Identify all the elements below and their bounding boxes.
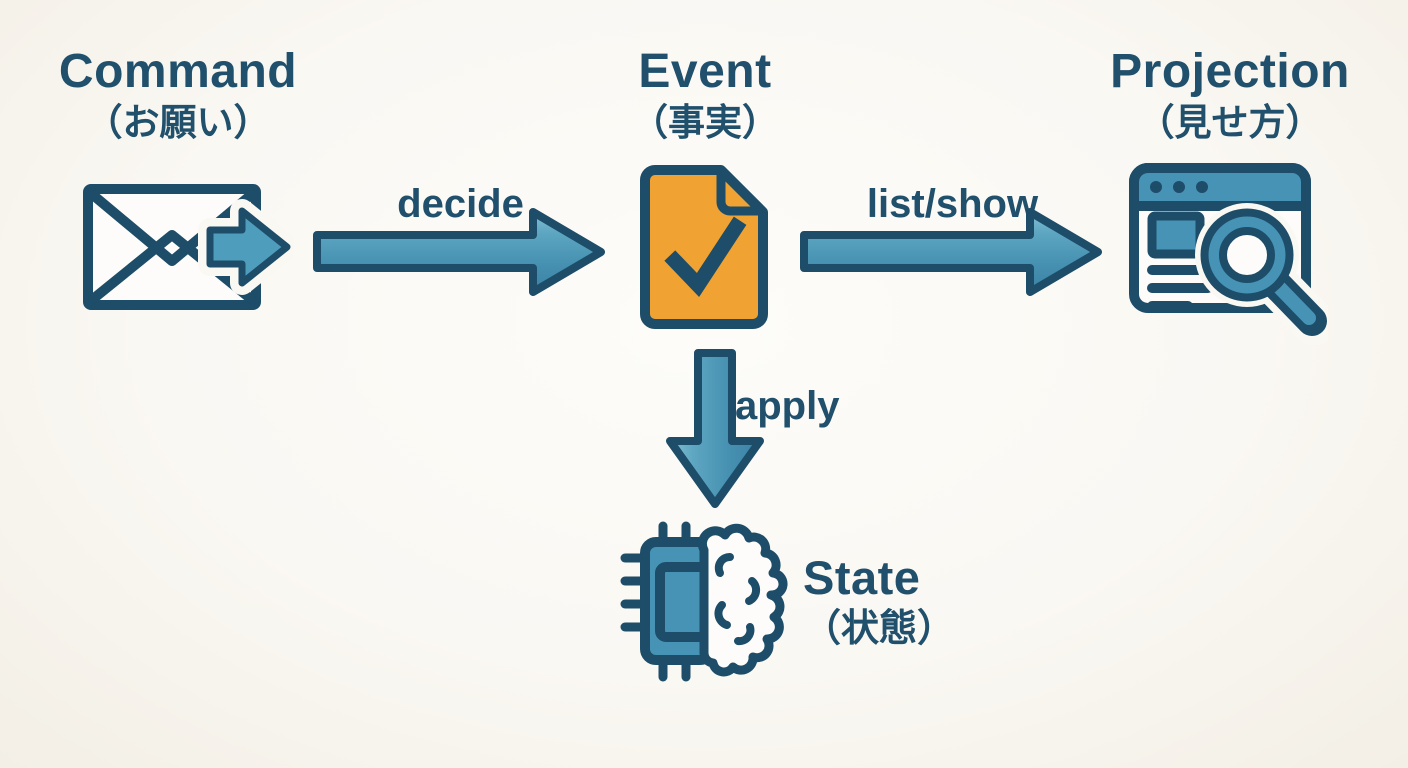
- apply-edge-label: apply: [735, 384, 840, 428]
- projection-node-label: Projection （見せ方）: [1070, 46, 1390, 143]
- envelope-send-icon: [82, 183, 294, 311]
- event-subtitle: （事実）: [631, 101, 779, 143]
- command-subtitle: （お願い）: [85, 101, 271, 143]
- decide-edge-label: decide: [397, 182, 524, 226]
- document-check-icon: [637, 164, 769, 332]
- command-title: Command: [58, 45, 298, 98]
- projection-title: Projection: [1110, 45, 1350, 98]
- state-subtitle: （状態）: [803, 607, 956, 650]
- list-show-arrow-icon: [800, 206, 1105, 298]
- event-title: Event: [638, 45, 772, 98]
- state-title: State: [803, 551, 921, 604]
- browser-search-icon: [1128, 160, 1328, 345]
- event-node-label: Event （事実）: [545, 46, 865, 143]
- state-node-label: State （状態）: [803, 553, 955, 649]
- projection-subtitle: （見せ方）: [1137, 101, 1323, 143]
- command-node-label: Command （お願い）: [18, 46, 338, 143]
- decide-arrow-icon: [313, 206, 608, 298]
- apply-arrow-icon: [665, 349, 765, 509]
- list-show-edge-label: list/show: [866, 182, 1039, 226]
- chip-brain-icon: [600, 505, 795, 690]
